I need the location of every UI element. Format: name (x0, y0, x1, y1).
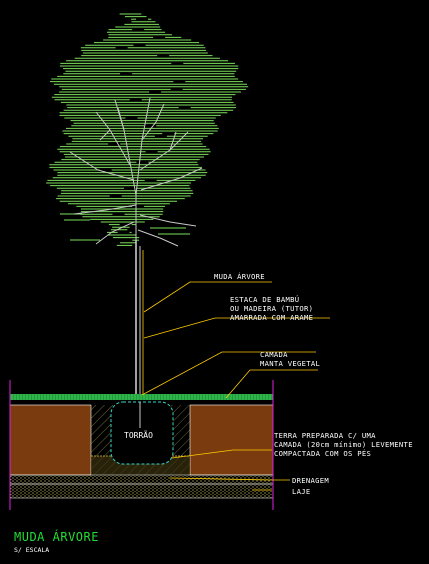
leader-lines (141, 281, 330, 491)
vegetal-blanket-layer (10, 394, 273, 400)
label-terra-line2: CAMADA (20cm mínimo) LEVEMENTE (274, 440, 413, 449)
drawing-title: MUDA ÁRVORE (14, 529, 99, 544)
tree-branches (69, 97, 203, 270)
label-estaca-line1: ESTACA DE BAMBÚ (230, 295, 299, 304)
scale-note: S/ ESCALA (14, 546, 49, 554)
tree-canopy (46, 13, 249, 246)
label-camada-line2: MANTA VEGETAL (260, 359, 320, 368)
label-estaca-line3: AMARRADA COM ARAME (230, 313, 313, 322)
section-edge-markers (9, 380, 274, 510)
label-terra-line1: TERRA PREPARADA C/ UMA (274, 431, 376, 440)
root-ball-label: TORRÃO (124, 430, 153, 440)
label-camada-line1: CAMADA (260, 350, 288, 359)
soil-block-right (189, 404, 274, 476)
label-laje: LAJE (292, 487, 311, 496)
label-muda-arvore: MUDA ÁRVORE (214, 272, 265, 281)
tree-trunk (135, 240, 141, 400)
soil-block-left (9, 404, 92, 476)
label-terra-line3: COMPACTADA COM OS PÉS (274, 449, 371, 458)
slab-layer (9, 483, 274, 499)
root-ball: TORRÃO (110, 401, 174, 465)
label-estaca-line2: OU MADEIRA (TUTOR) (230, 304, 313, 313)
label-drenagem: DRENAGEM (292, 476, 329, 485)
